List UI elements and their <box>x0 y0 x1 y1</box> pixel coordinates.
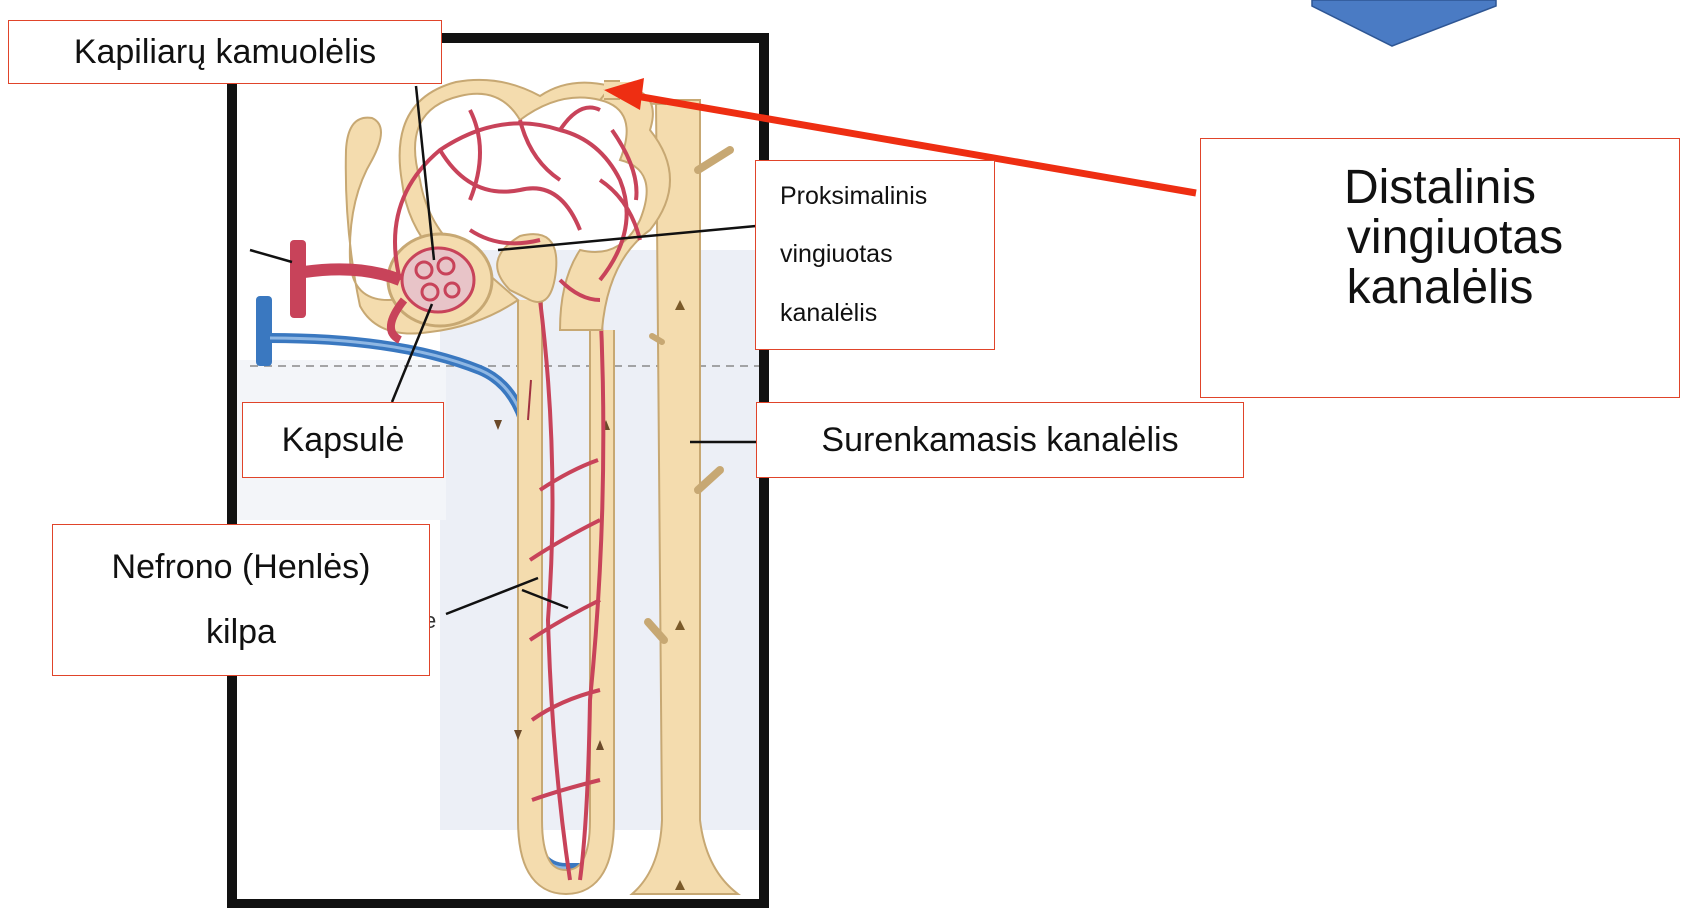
label-collecting-duct-text: Surenkamasis kanalėlis <box>821 421 1178 460</box>
label-proximal-line-1: Proksimalinis <box>780 182 927 211</box>
label-capsule-text: Kapsulė <box>282 421 405 460</box>
label-distal-tubule: Distalinis vingiuotas kanalėlis <box>1200 138 1680 398</box>
label-proximal-line-3: kanalėlis <box>780 299 877 328</box>
label-glomerulus-text: Kapiliarų kamuolėlis <box>74 33 376 72</box>
glomerulus <box>388 234 492 326</box>
label-glomerulus: Kapiliarų kamuolėlis <box>8 20 442 84</box>
label-proximal-line-2: vingiuotas <box>780 240 893 269</box>
label-proximal-tubule: Proksimalinis vingiuotas kanalėlis <box>755 160 995 350</box>
label-capsule: Kapsulė <box>242 402 444 478</box>
label-collecting-duct: Surenkamasis kanalėlis <box>756 402 1244 478</box>
label-distal-line-3: kanalėlis <box>1347 263 1534 313</box>
chevron-down-icon <box>1312 0 1496 46</box>
label-loop-line-2: kilpa <box>206 613 276 652</box>
label-loop-of-henle: Nefrono (Henlės) kilpa <box>52 524 430 676</box>
label-distal-line-2: vingiuotas <box>1317 213 1563 263</box>
label-loop-line-1: Nefrono (Henlės) <box>112 548 371 587</box>
label-distal-line-1: Distalinis <box>1344 163 1536 213</box>
